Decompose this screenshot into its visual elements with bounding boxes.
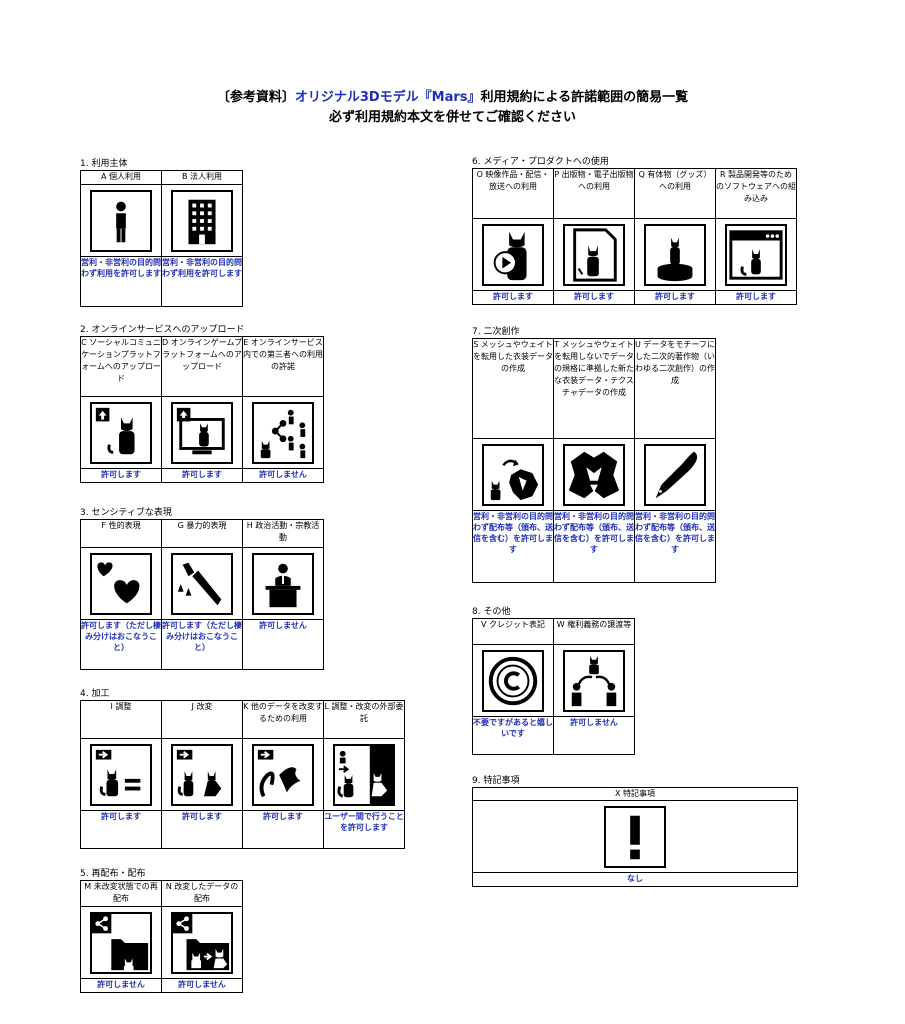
label-distribute-modified: N 改変したデータの配布 — [161, 880, 243, 907]
hearts-icon — [90, 553, 152, 615]
status-social-upload: 許可します — [80, 468, 162, 483]
document-icon — [563, 224, 625, 286]
status-special-notes: なし — [472, 872, 798, 887]
section-title: 6. メディア・プロダクトへの使用 — [472, 157, 609, 167]
label-modify: J 改変 — [161, 700, 243, 739]
status-publication-use: 許可します — [553, 290, 635, 305]
status-political-religious: 許可しません — [242, 619, 324, 670]
podium-icon — [252, 553, 314, 615]
label-political-religious: H 政治活動・宗教活動 — [242, 519, 324, 548]
label-new-costume: T メッシュやウェイトを転用しないでデータの規格に準拠した新たな衣装データ・テク… — [553, 338, 635, 439]
outsource-icon — [333, 744, 395, 806]
section-title: 9. 特記事項 — [472, 776, 520, 786]
pen-icon — [644, 444, 706, 506]
label-outsource: L 調整・改変の外部委託 — [323, 700, 405, 739]
status-corporate-use: 営利・非営利の目的問わず利用を許可します — [161, 256, 243, 307]
figure-icon — [644, 224, 706, 286]
equal-icon — [90, 744, 152, 806]
status-distribute-modified: 許可しません — [161, 978, 243, 993]
copyright-icon — [482, 650, 544, 712]
label-redistribute-unmodified: M 未改変状態での再配布 — [80, 880, 162, 907]
upload-monitor-icon — [171, 402, 233, 464]
label-third-party-license: E オンラインサービス内での第三者への利用の許諾 — [242, 336, 324, 397]
section-title: 7. 二次創作 — [472, 327, 520, 337]
share-network-icon — [252, 402, 314, 464]
knife-icon — [171, 553, 233, 615]
software-window-icon — [725, 224, 787, 286]
transfer-people-icon — [563, 650, 625, 712]
status-outsource: ユーザー間で行うことを許可します — [323, 810, 405, 849]
label-personal-use: A 個人利用 — [80, 170, 162, 185]
label-rights-transfer: W 権利義務の譲渡等 — [553, 618, 635, 645]
transform-icon — [252, 744, 314, 806]
exclamation-icon — [604, 806, 666, 868]
section-derivative-works: 7. 二次創作 S メッシュやウェイトを転用した衣装データの作成 T メッシュや… — [472, 326, 716, 583]
label-credit: V クレジット表記 — [472, 618, 554, 645]
label-modify-other-data: K 他のデータを改変するための利用 — [242, 700, 324, 739]
section-processing: 4. 加工 I 調整 J 改変 K 他のデータを改変するための利用 L 調整・改… — [80, 688, 405, 849]
section-title: 1. 利用主体 — [80, 159, 128, 169]
status-personal-use: 営利・非営利の目的問わず利用を許可します — [80, 256, 162, 307]
section-online-upload: 2. オンラインサービスへのアップロード C ソーシャルコミュニケーションプラッ… — [80, 324, 324, 483]
modify-icon — [171, 744, 233, 806]
label-violent-expression: G 暴力的表現 — [161, 519, 243, 548]
label-adjust: I 調整 — [80, 700, 162, 739]
costume-transfer-icon — [482, 444, 544, 506]
section-title: 4. 加工 — [80, 689, 110, 699]
status-new-costume: 営利・非営利の目的問わず配布等（頒布、送信を含む）を許可します — [553, 510, 635, 583]
page-subtitle: 必ず利用規約本文を併せてご確認ください — [328, 110, 576, 125]
status-derivative-creation: 営利・非営利の目的問わず配布等（頒布、送信を含む）を許可します — [634, 510, 716, 583]
label-goods-use: Q 有体物（グッズ）への利用 — [634, 168, 716, 219]
page-title: 〔参考資料〕オリジナル3Dモデル『Mars』利用規約による許諾範囲の簡易一覧 — [216, 90, 689, 105]
status-costume-transfer: 営利・非営利の目的問わず配布等（頒布、送信を含む）を許可します — [472, 510, 554, 583]
status-adjust: 許可します — [80, 810, 162, 849]
section-redistribution: 5. 再配布・配布 M 未改変状態での再配布 N 改変したデータの配布 許可しま… — [80, 868, 243, 993]
status-violent-expression: 許可します（ただし棲み分けはおこなうこと） — [161, 619, 243, 670]
section-sensitive-expression: 3. センシティブな表現 F 性的表現 G 暴力的表現 H 政治活動・宗教活動 … — [80, 507, 324, 670]
label-costume-transfer: S メッシュやウェイトを転用した衣装データの作成 — [472, 338, 554, 439]
status-software-embed: 許可します — [715, 290, 797, 305]
section-title: 2. オンラインサービスへのアップロード — [80, 325, 245, 335]
costume-icon — [563, 444, 625, 506]
label-video-use: O 映像作品・配信・放送への利用 — [472, 168, 554, 219]
label-software-embed: R 製品開発等のためのソフトウェアへの組み込み — [715, 168, 797, 219]
status-modify-other-data: 許可します — [242, 810, 324, 849]
person-icon — [90, 190, 152, 252]
status-modify: 許可します — [161, 810, 243, 849]
section-special-notes: 9. 特記事項 X 特記事項 なし — [472, 775, 798, 887]
status-rights-transfer: 許可しません — [553, 716, 635, 755]
upload-cat-icon — [90, 402, 152, 464]
label-derivative-creation: U データをモチーフにした二次的著作物（いわゆる二次創作）の作成 — [634, 338, 716, 439]
label-special-notes: X 特記事項 — [472, 787, 798, 801]
status-redistribute-unmodified: 許可しません — [80, 978, 162, 993]
video-play-icon — [482, 224, 544, 286]
building-icon — [171, 190, 233, 252]
section-other: 8. その他 V クレジット表記 W 権利義務の譲渡等 不要ですがあると嬉しいで… — [472, 606, 635, 755]
status-third-party-license: 許可しません — [242, 468, 324, 483]
section-usage-subject: 1. 利用主体 A 個人利用 B 法人利用 営利・非営利の目的問わず利用を許可し… — [80, 158, 243, 307]
label-game-upload: D オンラインゲームプラットフォームへのアップロード — [161, 336, 243, 397]
status-sexual-expression: 許可します（ただし棲み分けはおこなうこと） — [80, 619, 162, 670]
label-sexual-expression: F 性的表現 — [80, 519, 162, 548]
status-credit: 不要ですがあると嬉しいです — [472, 716, 554, 755]
section-title: 3. センシティブな表現 — [80, 508, 172, 518]
section-title: 5. 再配布・配布 — [80, 869, 146, 879]
redistribute-icon — [90, 912, 152, 974]
label-corporate-use: B 法人利用 — [161, 170, 243, 185]
distribute-modified-icon — [171, 912, 233, 974]
status-video-use: 許可します — [472, 290, 554, 305]
label-publication-use: P 出版物・電子出版物への利用 — [553, 168, 635, 219]
section-media-products: 6. メディア・プロダクトへの使用 O 映像作品・配信・放送への利用 P 出版物… — [472, 156, 797, 305]
status-goods-use: 許可します — [634, 290, 716, 305]
section-title: 8. その他 — [472, 607, 511, 617]
label-social-upload: C ソーシャルコミュニケーションプラットフォームへのアップロード — [80, 336, 162, 397]
status-game-upload: 許可します — [161, 468, 243, 483]
